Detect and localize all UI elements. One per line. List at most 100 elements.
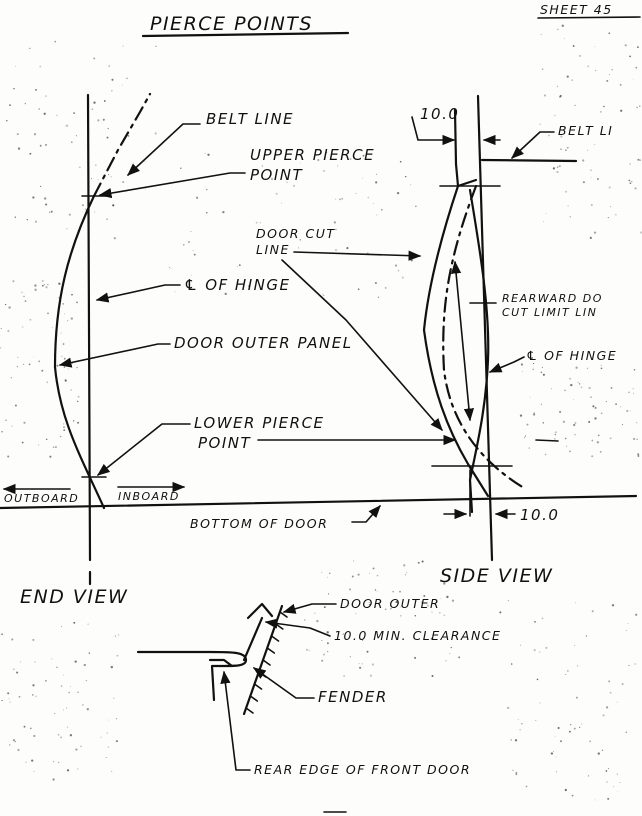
speckle	[376, 214, 378, 216]
speckle	[4, 303, 7, 306]
speckle	[606, 781, 608, 783]
speckle	[78, 166, 81, 169]
speckle	[602, 714, 605, 717]
speckle	[636, 46, 639, 49]
speckle	[415, 205, 417, 207]
speckle	[565, 674, 567, 675]
speckle	[314, 612, 316, 614]
speckle	[63, 709, 65, 711]
sheet-title: PIERCE POINTS	[150, 13, 313, 35]
speckle	[9, 744, 11, 746]
speckle	[63, 313, 65, 315]
speckle	[111, 78, 114, 81]
lower-pierce-label-line2: POINT	[198, 434, 251, 452]
speckle	[401, 276, 404, 279]
detail-rear-edge-line	[242, 616, 264, 662]
speckle	[413, 600, 415, 602]
speckle	[22, 363, 24, 365]
speckle	[316, 619, 319, 623]
speckle	[45, 286, 48, 289]
speckle	[569, 378, 571, 380]
lower-pierce-leader-to-end	[96, 423, 191, 476]
speckle	[574, 104, 576, 107]
speckle	[553, 751, 555, 752]
speckle	[625, 629, 627, 631]
speckle	[114, 635, 116, 637]
speckle	[421, 560, 424, 563]
speckle	[541, 617, 544, 620]
speckle	[51, 326, 53, 328]
speckle	[6, 119, 8, 122]
bottom-of-door-label: BOTTOM OF DOOR	[190, 516, 328, 531]
speckle	[588, 421, 591, 423]
rearward-cut-limit-label-line1: REARWARD DO	[502, 292, 603, 305]
speckle	[554, 735, 556, 737]
speckle	[97, 179, 99, 181]
speckle	[304, 619, 306, 621]
speckle	[562, 420, 566, 423]
speckle	[410, 184, 412, 186]
speckle	[53, 761, 55, 763]
speckle	[570, 383, 573, 387]
speckle	[384, 286, 387, 289]
speckle	[255, 221, 258, 224]
speckle	[93, 57, 96, 60]
speckle	[609, 691, 612, 694]
speckle	[29, 727, 32, 730]
speckle	[1, 431, 3, 433]
speckle	[366, 650, 369, 653]
speckle	[572, 45, 575, 47]
speckle	[594, 46, 595, 48]
speckle	[107, 127, 109, 130]
speckle	[52, 446, 55, 448]
speckle	[298, 247, 300, 249]
speckle	[540, 33, 542, 35]
speckle	[450, 646, 452, 649]
speckle	[93, 101, 96, 104]
speckle	[426, 604, 430, 607]
speckle	[7, 329, 10, 333]
speckle	[93, 211, 96, 213]
speckle	[1, 633, 3, 636]
speckle	[56, 364, 59, 367]
speckle	[608, 680, 611, 683]
speckle	[577, 381, 579, 383]
speckle	[236, 266, 238, 268]
speckle	[188, 241, 190, 243]
speckle	[21, 326, 23, 328]
speckle	[617, 791, 618, 793]
speckle	[565, 190, 567, 193]
speckle	[359, 666, 362, 669]
speckle	[587, 775, 590, 777]
speckle	[403, 564, 406, 567]
speckle	[557, 726, 560, 730]
speckle	[192, 250, 194, 252]
speckle	[335, 249, 337, 251]
speckle	[417, 561, 420, 564]
speckle	[51, 658, 53, 660]
speckle	[38, 360, 40, 363]
speckle	[620, 406, 622, 408]
speckle	[591, 610, 594, 613]
speckle	[327, 576, 329, 578]
speckle	[517, 718, 519, 720]
speckle	[545, 646, 548, 649]
speckle	[570, 724, 572, 726]
speckle	[567, 205, 569, 207]
speckle	[9, 701, 11, 703]
speckle	[56, 666, 58, 668]
speckle	[443, 614, 446, 617]
speckle	[67, 368, 69, 370]
side-hinge-cl-leader	[488, 356, 525, 373]
side-belt-line	[480, 158, 578, 163]
end-hinge-cl-leader	[95, 284, 181, 303]
speckle	[351, 575, 354, 578]
scan-speckles	[0, 24, 642, 801]
speckle	[588, 386, 591, 390]
speckle	[367, 196, 370, 199]
speckle	[54, 40, 57, 43]
detail-hatching	[245, 611, 288, 714]
speckle	[45, 95, 47, 97]
speckle	[564, 788, 567, 792]
speckle	[28, 363, 31, 366]
